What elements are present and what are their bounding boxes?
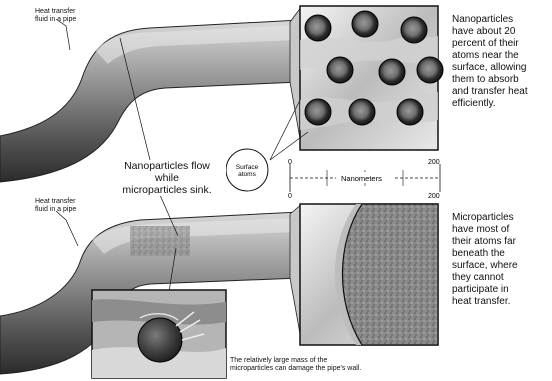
pipe-texture — [130, 226, 190, 256]
center-caption-line2: while — [108, 172, 226, 184]
nanoparticle — [397, 99, 423, 125]
bottom-pipe-label: Heat transfer fluid in a pipe — [35, 198, 76, 214]
pipe-damage-inset — [92, 290, 226, 378]
damage-caption: The relatively large mass of the micropa… — [230, 357, 440, 373]
nanoparticle-zoom-box — [300, 6, 443, 150]
micro-text-line: they cannot — [452, 272, 552, 284]
scale-top-right: 200 — [428, 159, 440, 166]
scale-bottom-right: 200 — [428, 193, 440, 200]
surface-atoms-line1: Surface — [236, 164, 259, 171]
micro-text-line: surface, where — [452, 260, 552, 272]
nano-text-line: Nanoparticles — [452, 14, 552, 26]
damage-caption-line1: The relatively large mass of the — [230, 357, 440, 365]
center-caption-line1: Nanoparticles flow — [108, 160, 226, 172]
bottom-pipe-label-line2: fluid in a pipe — [35, 206, 76, 214]
scale-bottom-left: 0 — [288, 193, 292, 200]
microparticle-surface — [342, 204, 438, 345]
nanoparticle — [401, 17, 427, 43]
center-caption: Nanoparticles flow while microparticles … — [108, 160, 226, 196]
top-pipe-label: Heat transfer fluid in a pipe — [35, 8, 76, 24]
scale-top-left: 0 — [288, 159, 292, 166]
nanoparticle — [327, 57, 353, 83]
micro-text-line: their atoms far — [452, 236, 552, 248]
nano-text-line: atoms near the — [452, 50, 552, 62]
nanoparticle — [417, 57, 443, 83]
micro-text-line: have most of — [452, 224, 552, 236]
nanoparticle — [305, 15, 331, 41]
nanoparticle — [379, 59, 405, 85]
nano-text-line: and transfer heat — [452, 86, 552, 98]
nanoparticle — [305, 99, 331, 125]
nanoparticle — [352, 11, 378, 37]
micro-text-line: beneath the — [452, 248, 552, 260]
nanoparticle — [349, 99, 375, 125]
nano-text-line: them to absorb — [452, 74, 552, 86]
center-caption-line3: microparticles sink. — [108, 184, 226, 196]
micro-text-line: heat transfer. — [452, 296, 552, 308]
nano-text-line: have about 20 — [452, 26, 552, 38]
bottom-pipe-label-line1: Heat transfer — [35, 198, 76, 206]
nano-text-line: surface, allowing — [452, 62, 552, 74]
micro-text-line: Microparticles — [452, 212, 552, 224]
nanometer-scale: 0 200 0 200 Nanometers — [288, 159, 440, 200]
micro-text-line: participate in — [452, 284, 552, 296]
surface-atoms-line2: atoms — [238, 171, 256, 178]
nanoparticle-description: Nanoparticles have about 20 percent of t… — [452, 14, 552, 110]
top-pipe-label-line1: Heat transfer — [35, 8, 76, 16]
nano-text-line: percent of their — [452, 38, 552, 50]
top-pipe-label-line2: fluid in a pipe — [35, 16, 76, 24]
microparticle-zoom-box — [300, 204, 438, 345]
scale-unit-label: Nanometers — [341, 174, 382, 183]
microparticle-description: Microparticles have most of their atoms … — [452, 212, 552, 308]
nano-text-line: efficiently. — [452, 98, 552, 110]
damage-caption-line2: microparticles can damage the pipe's wal… — [230, 365, 440, 373]
